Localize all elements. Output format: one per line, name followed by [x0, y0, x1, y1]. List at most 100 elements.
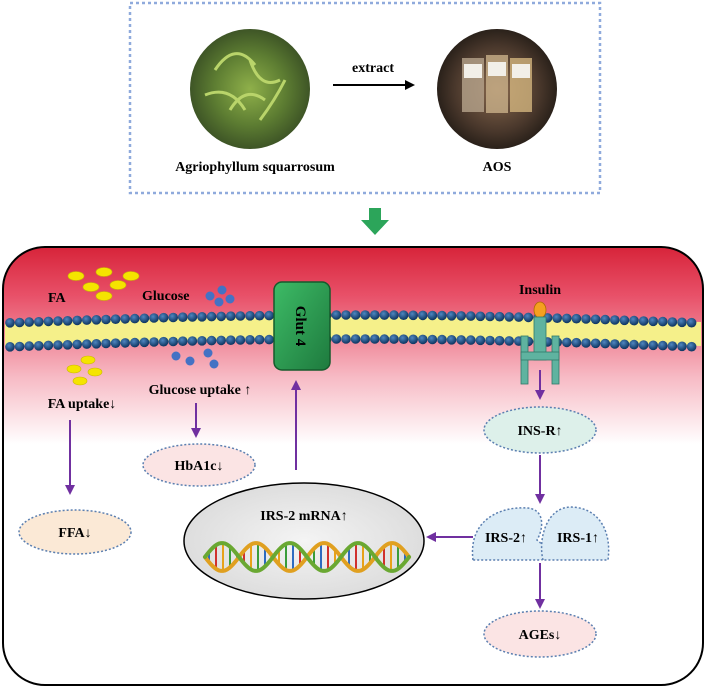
phospholipid-head [350, 334, 361, 344]
phospholipid-head [158, 312, 169, 323]
phospholipid-head [62, 316, 73, 326]
phospholipid-head [581, 314, 591, 324]
phospholipid-head [24, 317, 34, 327]
phospholipid-head [187, 336, 198, 346]
glucose-label: Glucose [142, 289, 189, 304]
phospholipid-head [72, 339, 82, 350]
phospholipid-head [235, 311, 246, 321]
phospholipid-head [408, 310, 419, 321]
phospholipid-head [485, 335, 495, 346]
phospholipid-head [629, 315, 639, 326]
phospholipid-head [552, 313, 562, 324]
phospholipid-head [686, 317, 697, 328]
phospholipid-head [427, 334, 438, 345]
ages-label: AGEs↓ [519, 628, 562, 643]
irs2-mrna-node: IRS-2 mRNA↑ [183, 482, 425, 600]
phospholipid-head [389, 310, 399, 320]
phospholipid-head [350, 310, 361, 320]
glut4-label: Glut 4 [292, 306, 308, 347]
phospholipid-head [245, 335, 255, 345]
aos-photo [437, 29, 557, 149]
phospholipid-head [168, 312, 178, 323]
phospholipid-head [629, 339, 639, 350]
phospholipid-head [101, 338, 111, 349]
phospholipid-head [494, 311, 505, 322]
phospholipid-head [34, 341, 44, 351]
phospholipid-head [226, 335, 236, 346]
phospholipid-head [638, 340, 649, 350]
phospholipid-head [264, 334, 275, 345]
phospholipid-head [149, 337, 159, 347]
phospholipid-head [446, 311, 457, 321]
phospholipid-head [187, 312, 198, 322]
hba1c-node: HbA1c↓ [142, 443, 256, 487]
insulin-label: Insulin [519, 283, 561, 298]
phospholipid-head [466, 311, 476, 321]
irs2-label: IRS-2↑ [485, 531, 527, 546]
phospholipid-head [158, 336, 169, 347]
glucose-molecules-inside [171, 348, 219, 369]
plant-photo [190, 29, 310, 149]
phospholipid-head [197, 336, 207, 346]
phospholipid-head [331, 310, 342, 320]
phospholipid-head [677, 341, 687, 352]
phospholipid-head [667, 341, 678, 351]
phospholipid-head [485, 311, 495, 322]
phospholipid-head [408, 334, 419, 345]
phospholipid-head [226, 311, 236, 322]
phospholipid-head [24, 341, 34, 351]
phospholipid-head [437, 310, 447, 321]
phospholipid-head [562, 337, 572, 348]
phospholipid-head [638, 316, 649, 326]
phospholipid-head [398, 334, 409, 345]
phospholipid-head [120, 338, 130, 348]
phospholipid-head [370, 334, 380, 344]
phospholipid-head [216, 311, 226, 322]
phospholipid-head [178, 312, 188, 323]
top-box: Agriophyllum squarrosum extract AOS [128, 1, 602, 195]
phospholipid-head [389, 334, 399, 344]
phospholipid-head [379, 310, 390, 320]
ffa-node: FFA↓ [18, 509, 132, 555]
phospholipid-head [418, 310, 428, 321]
phospholipid-head [571, 313, 582, 324]
phospholipid-head [466, 335, 476, 345]
phospholipid-head [475, 335, 486, 346]
ages-node: AGEs↓ [483, 610, 597, 658]
fa-molecules-outside [67, 267, 140, 301]
phospholipid-head [206, 311, 217, 322]
fa-label: FA [48, 291, 67, 306]
plant-label: Agriophyllum squarrosum [175, 160, 335, 175]
ffa-label: FFA↓ [58, 526, 91, 541]
product-label: AOS [483, 160, 512, 175]
phospholipid-head [43, 340, 54, 351]
phospholipid-head [91, 339, 102, 349]
phospholipid-head [494, 335, 505, 346]
phospholipid-head [504, 312, 514, 322]
phospholipid-head [610, 315, 620, 325]
phospholipid-head [139, 313, 150, 324]
irs-complex: IRS-2↑ IRS-1↑ [471, 506, 610, 561]
phospholipid-head [446, 335, 457, 345]
phospholipid-head [5, 318, 15, 328]
phospholipid-head [254, 334, 265, 345]
phospholipid-head [341, 310, 351, 320]
phospholipid-head [658, 316, 668, 327]
phospholipid-head [571, 337, 582, 348]
phospholipid-head [590, 338, 601, 349]
phospholipid-head [130, 337, 140, 348]
phospholipid-head [235, 335, 246, 345]
phospholipid-head [667, 317, 678, 327]
dna-helix-icon [203, 541, 411, 573]
glucose-molecules-outside [205, 285, 235, 307]
phospholipid-head [53, 340, 63, 350]
phospholipid-head [610, 339, 620, 349]
irs1-label: IRS-1↑ [557, 531, 599, 546]
dna-strand [203, 541, 411, 573]
pathway-arrows [65, 370, 545, 609]
phospholipid-head [62, 340, 73, 350]
phospholipid-head [581, 338, 591, 348]
phospholipid-head [14, 341, 25, 352]
irs1-shape [540, 506, 610, 561]
